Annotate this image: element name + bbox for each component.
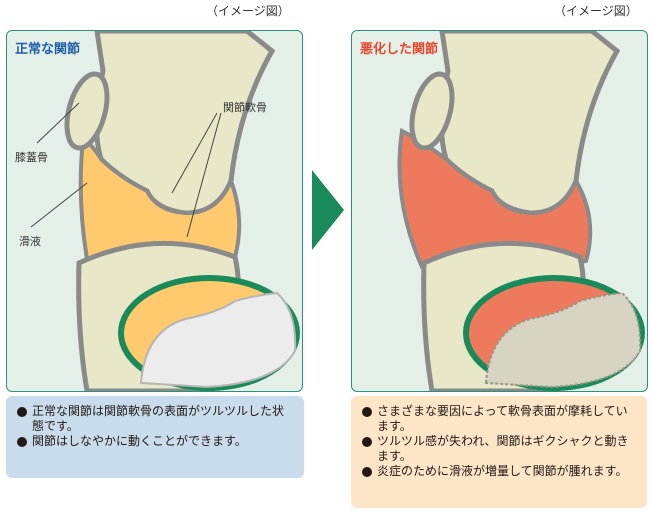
bullet-item: ツルツル感が失われ、関節はギクシャクと動きます。 [361,434,637,464]
normal-joint-illustration [7,31,302,391]
worse-joint-panel: 悪化した関節 [351,30,648,392]
label-synovial-fluid: 滑液 [19,233,41,249]
bullet-item: さまざまな要因によって軟骨表面が摩耗しています。 [361,404,637,434]
progression-arrow-icon [312,170,344,250]
label-patella: 膝蓋骨 [15,149,48,165]
bullet-item: 関節はしなやかに動くことができます。 [16,434,294,449]
left-caption: （イメージ図） [206,2,290,19]
worse-joint-illustration [352,31,647,391]
panel-title: 正常な関節 [15,38,80,57]
bullet-item: 炎症のために滑液が増量して関節が腫れます。 [361,464,637,479]
normal-description: 正常な関節は関節軟骨の表面がツルツルした状態です。 関節はしなやかに動くことがで… [6,396,304,478]
bullet-item: 正常な関節は関節軟骨の表面がツルツルした状態です。 [16,404,294,434]
worse-description: さまざまな要因によって軟骨表面が摩耗しています。 ツルツル感が失われ、関節はギク… [351,396,647,508]
normal-joint-panel: 正常な関節 関節軟骨 膝蓋骨 滑液 [6,30,303,392]
panel-title: 悪化した関節 [360,38,438,57]
right-caption: （イメージ図） [554,2,638,19]
label-cartilage: 関節軟骨 [223,99,267,115]
